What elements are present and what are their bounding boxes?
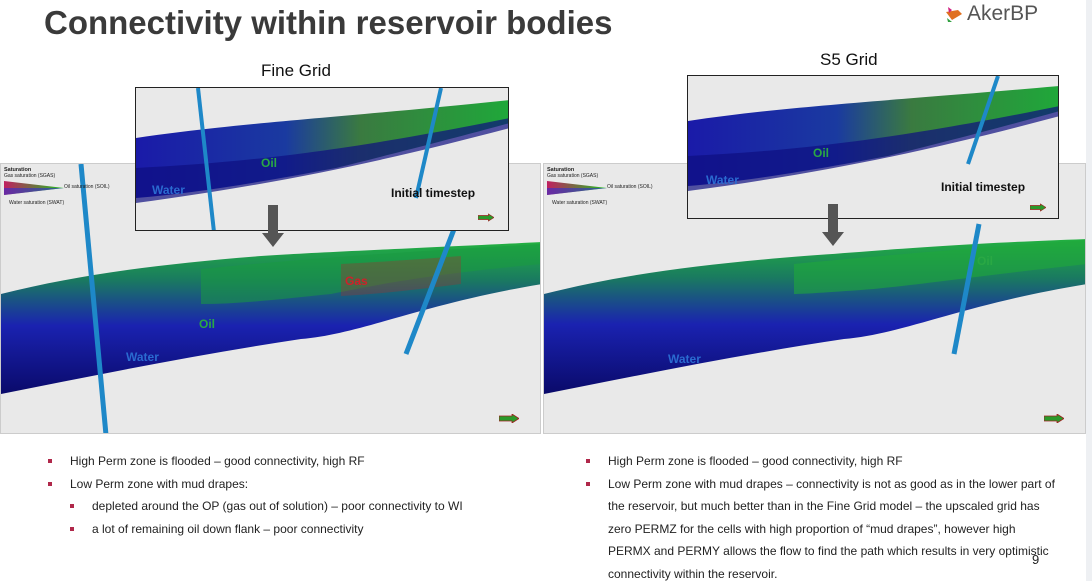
axis-arrow-icon [478,213,494,222]
saturation-legend: Saturation Gas saturation (SGAS) Oil sat… [4,167,124,212]
legend-oil: Oil saturation (SOIL) [607,184,653,190]
left-bullets: High Perm zone is flooded – good connect… [44,450,544,540]
fine-grid-initial-inset: Water Oil Initial timestep [135,87,509,231]
down-arrow-icon [262,205,284,247]
ternary-legend-icon [4,181,64,195]
label-oil: Oil [977,254,993,268]
s5-grid-initial-model [688,76,1059,219]
inset-label-water: Water [152,183,185,197]
inset-label-oil: Oil [813,146,829,160]
timestep-label: Initial timestep [391,186,475,200]
logo-icon [944,4,964,24]
label-water: Water [668,352,701,366]
scrollbar[interactable] [1086,0,1092,581]
label-oil: Oil [199,317,215,331]
sub-bullet: depleted around the OP (gas out of solut… [44,495,544,518]
ternary-legend-icon [547,181,607,195]
page-number: 9 [1032,552,1039,567]
bullet: High Perm zone is flooded – good connect… [44,450,544,473]
fine-grid-label: Fine Grid [261,61,331,81]
axis-arrow-icon [1044,414,1064,423]
slide-title: Connectivity within reservoir bodies [44,4,612,42]
inset-label-water: Water [706,173,739,187]
axis-arrow-icon [499,414,519,423]
down-arrow-icon [822,204,844,246]
bullet: High Perm zone is flooded – good connect… [582,450,1057,473]
sub-bullet: a lot of remaining oil down flank – poor… [44,518,544,541]
bullet: Low Perm zone with mud drapes – connecti… [582,473,1057,585]
legend-water: Water saturation (SWAT) [9,200,64,206]
saturation-legend: Saturation Gas saturation (SGAS) Oil sat… [547,167,667,212]
akerbp-logo: AkerBP [944,2,1038,26]
s5-grid-initial-inset: Water Oil Initial timestep [687,75,1059,219]
legend-oil: Oil saturation (SOIL) [64,184,110,190]
axis-arrow-icon [1030,203,1046,212]
legend-gas: Gas saturation (SGAS) [547,173,667,179]
label-water: Water [126,350,159,364]
fine-grid-initial-model [136,88,509,231]
label-gas: Gas [345,274,368,288]
legend-gas: Gas saturation (SGAS) [4,173,124,179]
s5-grid-label: S5 Grid [820,50,878,70]
right-bullets: High Perm zone is flooded – good connect… [582,450,1057,585]
inset-label-oil: Oil [261,156,277,170]
bullet: Low Perm zone with mud drapes: [44,473,544,496]
logo-text: AkerBP [967,2,1038,26]
timestep-label: Initial timestep [941,180,1025,194]
legend-water: Water saturation (SWAT) [552,200,607,206]
